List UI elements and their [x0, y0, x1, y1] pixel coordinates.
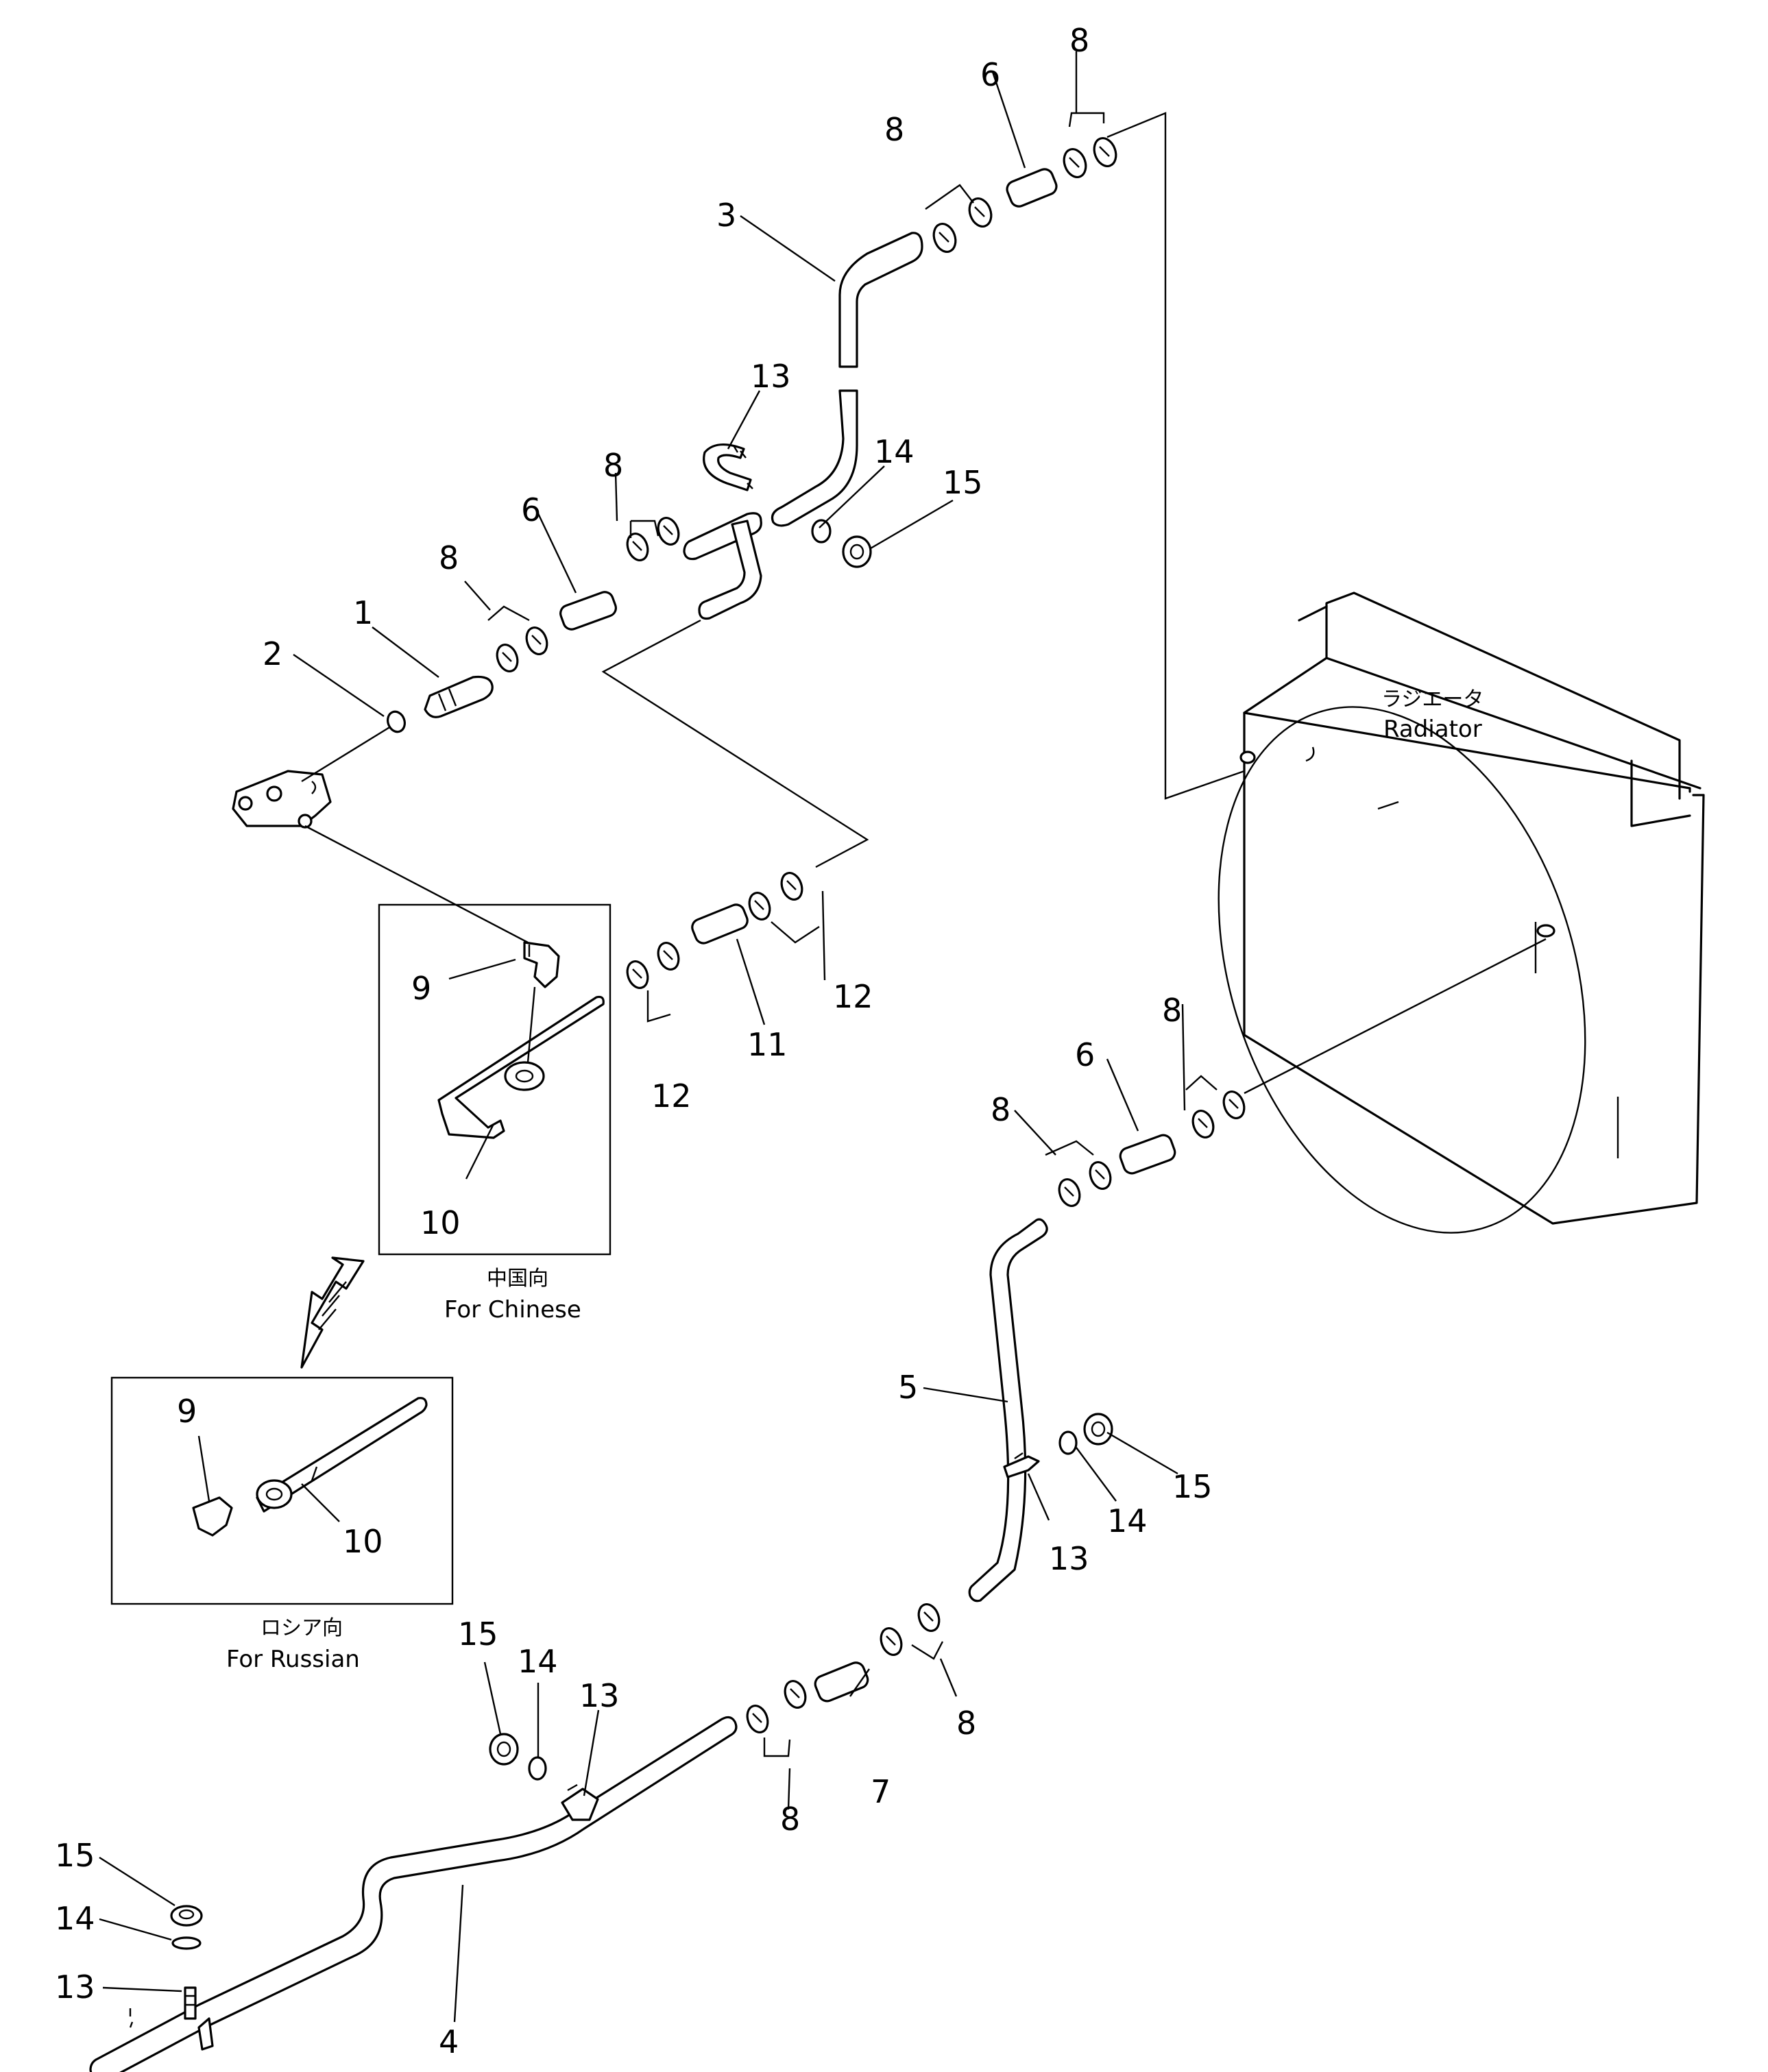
upper-hose-run — [232, 112, 1245, 944]
callout-8b: 8 — [884, 111, 904, 148]
callout-11: 11 — [747, 1026, 788, 1063]
callout-8h: 8 — [780, 1801, 800, 1838]
radiator: ラジエータ Radiator — [1218, 592, 1705, 1234]
leader-lines — [99, 51, 1186, 2023]
callout-9a: 9 — [411, 970, 431, 1007]
clamp-pair-upper-mid — [932, 197, 993, 253]
callout-10b: 10 — [343, 1523, 383, 1560]
callout-8g: 8 — [956, 1705, 976, 1742]
radiator-label-en: Radiator — [1383, 716, 1482, 743]
callout-4: 4 — [439, 2023, 459, 2060]
callout-3: 3 — [716, 197, 736, 234]
alternative-arrow — [300, 1256, 365, 1369]
callout-9b: 9 — [177, 1393, 197, 1430]
clamp-pair-mid-a — [496, 626, 548, 672]
callout-2: 2 — [263, 635, 282, 672]
russian-label-jp: ロシア向 — [261, 1616, 343, 1640]
lower-run — [89, 1603, 944, 2072]
callout-12a: 12 — [833, 978, 873, 1015]
nut-15-upper — [842, 535, 872, 568]
callout-12b: 12 — [651, 1077, 692, 1114]
callout-14b: 14 — [1107, 1502, 1148, 1539]
callout-6c: 6 — [1075, 1036, 1095, 1073]
lower-right-run — [968, 938, 1547, 1602]
callout-14c: 14 — [518, 1643, 558, 1680]
callout-8c: 8 — [603, 447, 623, 484]
callout-13c: 13 — [579, 1677, 620, 1714]
callout-14d: 14 — [55, 1900, 95, 1937]
callout-6a: 6 — [980, 56, 1000, 93]
callout-13d: 13 — [55, 1969, 95, 2006]
radiator-label-jp: ラジエータ — [1381, 687, 1484, 711]
chinese-variant-box: 中国向 For Chinese — [378, 903, 611, 1324]
callout-10a: 10 — [420, 1204, 461, 1241]
callout-8d: 8 — [439, 539, 459, 576]
callout-8f: 8 — [991, 1091, 1010, 1128]
callout-14a: 14 — [874, 433, 915, 470]
callout-8e: 8 — [1162, 992, 1182, 1029]
callout-1: 1 — [353, 594, 373, 631]
callout-13a: 13 — [751, 358, 791, 395]
russian-label-en: For Russian — [226, 1646, 360, 1673]
callout-7: 7 — [871, 1773, 891, 1810]
callout-15a: 15 — [943, 464, 983, 501]
hose-11-assembly — [626, 872, 820, 1023]
callout-15b: 15 — [1172, 1468, 1213, 1505]
clamp-pair-mid-b — [626, 517, 680, 561]
callout-5: 5 — [898, 1369, 918, 1406]
callout-6b: 6 — [521, 491, 541, 528]
callout-13b: 13 — [1049, 1540, 1089, 1577]
russian-variant-box: ロシア向 For Russian — [110, 1376, 454, 1673]
callout-8a: 8 — [1069, 22, 1089, 59]
chinese-label-en: For Chinese — [444, 1296, 581, 1324]
callout-numbers: 1 2 3 4 5 6 6 6 7 8 8 8 8 8 8 8 8 9 9 10… — [55, 22, 1213, 2060]
chinese-label-jp: 中国向 — [487, 1267, 548, 1291]
callout-15d: 15 — [55, 1837, 95, 1874]
washer-14-upper — [811, 519, 832, 544]
callout-15c: 15 — [458, 1616, 498, 1653]
clamp-pair-top-right — [1063, 137, 1117, 178]
